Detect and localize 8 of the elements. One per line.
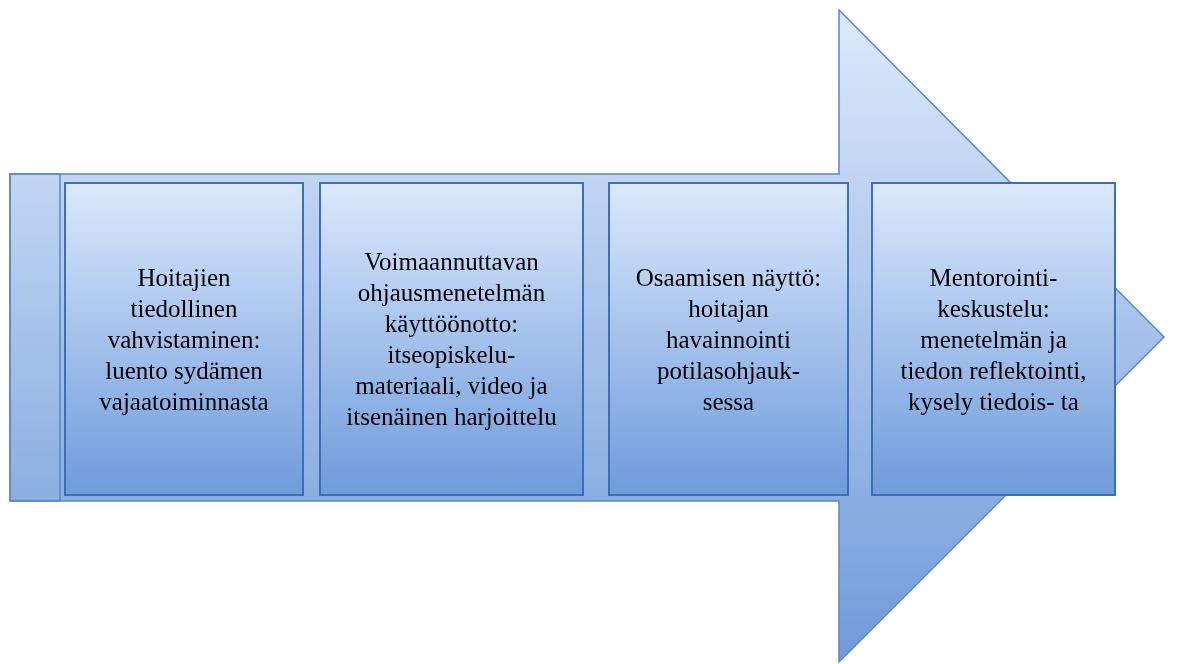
step-text: Voimaannuttavan ohjausmenetelmän käyttöönotto: itseopiskelu- materiaali, video ja itsenäinen harjoittelu [345, 247, 558, 432]
step-text: Hoitajien tiedollinen vahvistaminen: luento sydämen vajaatoiminnasta [98, 262, 270, 417]
step-text: Osaamisen näyttö: hoitajan havainnointi potilasohjauk- sessa [634, 262, 823, 417]
step-box [871, 182, 1116, 496]
step-box [64, 182, 304, 496]
step-box [608, 182, 849, 496]
step-text: Mentorointi- keskustelu: menetelmän ja tiedon reflektointi, kysely tiedois- ta [899, 262, 1088, 417]
step-box [319, 182, 584, 496]
